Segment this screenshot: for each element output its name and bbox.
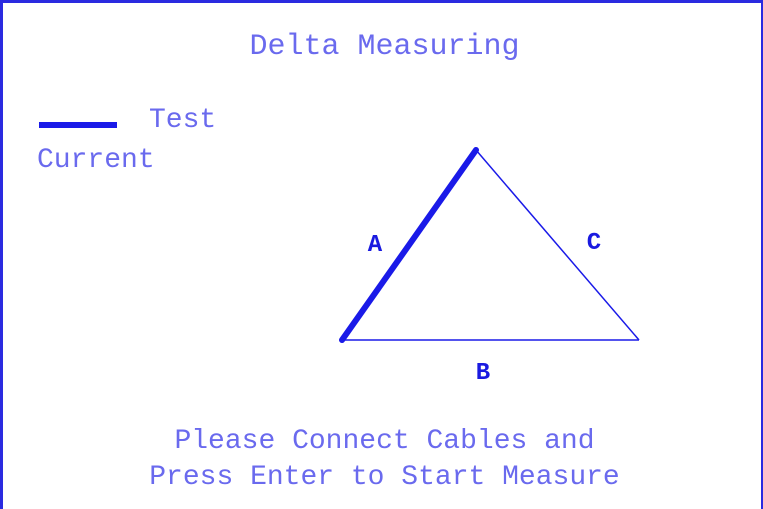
instruction-line-1: Please Connect Cables and <box>174 426 595 457</box>
side-a-line-test-current <box>339 147 479 343</box>
side-b-label: B <box>476 360 490 387</box>
legend-second-label: Current <box>37 145 155 176</box>
delta-triangle-diagram: A B C <box>339 147 640 387</box>
side-c-line <box>475 149 640 341</box>
side-c-label: C <box>587 230 601 257</box>
legend-thick-line-swatch <box>39 122 117 128</box>
screen-title: Delta Measuring <box>249 30 520 64</box>
legend-line-label: Test <box>149 105 217 136</box>
side-a-label: A <box>368 232 383 259</box>
instruction-line-2: Press Enter to Start Measure <box>149 462 620 493</box>
